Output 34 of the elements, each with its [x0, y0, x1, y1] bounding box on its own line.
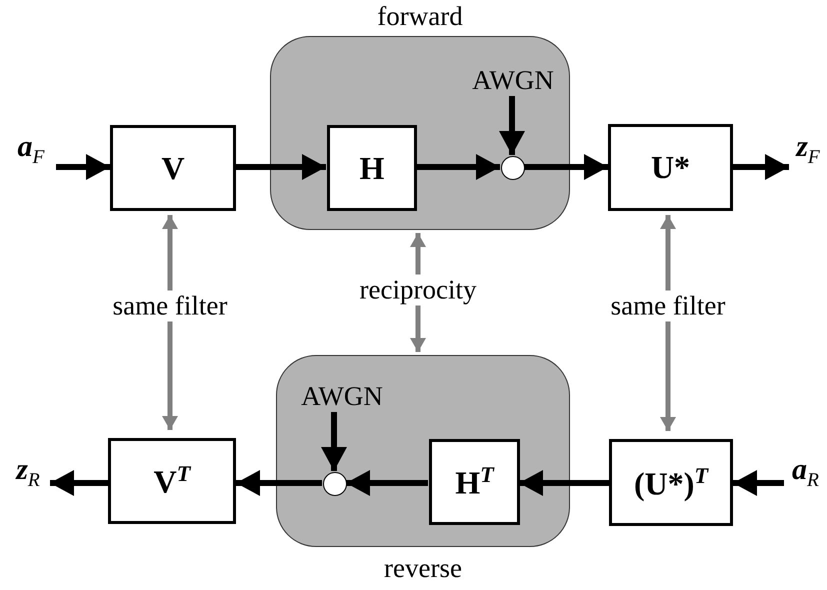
signal-arrow [519, 470, 609, 496]
panel-heading: reverse [383, 555, 463, 582]
block-box [108, 438, 236, 524]
block-box [608, 124, 733, 211]
summing-node [323, 472, 347, 496]
summing-node [501, 156, 525, 180]
signal-arrow [50, 470, 108, 496]
signal-label: z$_{R}$ [16, 455, 40, 490]
signal-arrow [733, 470, 784, 496]
block-label: H$^{T}$ [455, 462, 494, 502]
signal-label: a$_{F}$ [18, 132, 44, 168]
signal-arrow [56, 154, 110, 180]
signal-arrow [236, 154, 326, 180]
noise-label: AWGN [472, 67, 554, 94]
block-label: H [360, 150, 384, 186]
block-label: U* [650, 149, 690, 186]
block-label: (U*)$^{T}$ [634, 462, 708, 502]
noise-label: AWGN [301, 383, 383, 410]
block-box [110, 125, 236, 211]
signal-arrow [524, 154, 608, 180]
block-box [609, 439, 733, 526]
signal-label: a$_{R}$ [792, 455, 819, 490]
block-box [429, 439, 520, 525]
signal-arrow [733, 154, 789, 180]
signal-arrow [499, 96, 525, 155]
block-label: V$^{T}$ [154, 461, 190, 501]
block-label: V [161, 150, 185, 186]
signal-arrow [416, 154, 500, 180]
panel-heading: forward [376, 3, 464, 30]
signal-arrow [346, 470, 428, 496]
block-box [327, 125, 417, 211]
signal-arrow [321, 412, 347, 471]
signal-arrow [236, 470, 322, 496]
signal-label: z$_{F}$ [796, 132, 820, 168]
